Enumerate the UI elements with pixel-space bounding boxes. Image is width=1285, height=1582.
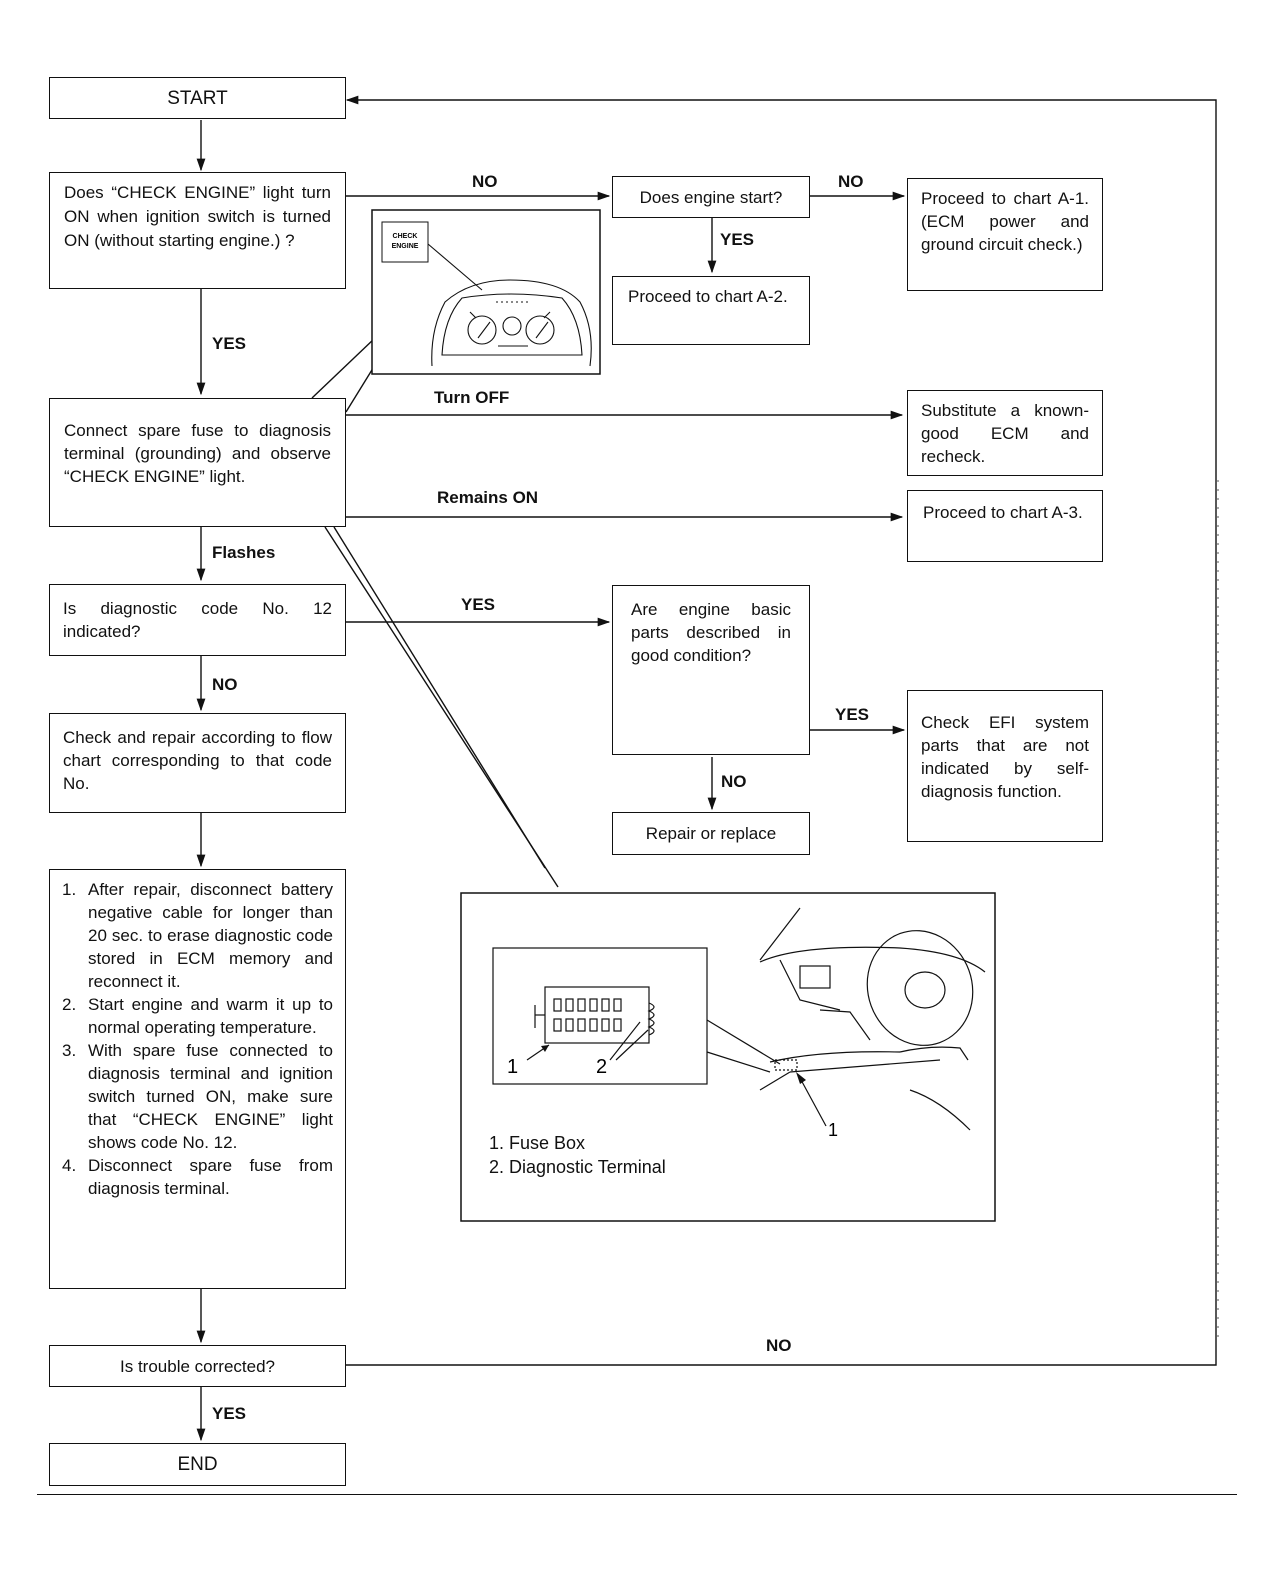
step-number: 3. [62, 1041, 77, 1060]
step-item: 3. With spare fuse connected to diagnosis… [62, 1039, 333, 1154]
edge-label-no: NO [472, 172, 498, 191]
edge-label-yes: YES [461, 595, 496, 614]
edge-label-yes: YES [212, 1404, 247, 1423]
start-node: START [49, 77, 346, 119]
diagnostic-terminal-callout-number: 2 [596, 1056, 607, 1078]
post-repair-steps-box: 1. After repair, disconnect battery negat… [49, 869, 346, 1289]
edge-label-yes: YES [212, 334, 247, 353]
chart-a1-box: Proceed to chart A-1. (ECM power and gro… [907, 178, 1103, 291]
post-repair-steps-list: 1. After repair, disconnect battery negat… [62, 878, 333, 1200]
chart-a3-box: Proceed to chart A-3. [907, 490, 1103, 562]
check-engine-label-2: ENGINE [392, 243, 419, 250]
check-efi-parts-box: Check EFI system parts that are not indi… [907, 690, 1103, 842]
edge-label-remains-on: Remains ON [437, 488, 539, 507]
engine-start-question: Does engine start? [612, 176, 810, 218]
edge-label-no: NO [838, 172, 864, 191]
check-and-repair-box: Check and repair according to flow chart… [49, 713, 346, 813]
diagnostic-code-12-question: Is diagnostic code No. 12 indicated? [49, 584, 346, 656]
edge-label-yes: YES [720, 230, 755, 249]
legend-diagnostic-terminal: 2. Diagnostic Terminal [489, 1157, 666, 1177]
step-item: 2. Start engine and warm it up to normal … [62, 993, 333, 1039]
engine-basic-parts-question: Are engine basic parts described in good… [612, 585, 810, 755]
step-item: 4. Disconnect spare fuse from diagnosis t… [62, 1154, 333, 1200]
fuse-box-illustration: 1 2 1 [460, 892, 996, 1222]
edge-label-yes: YES [835, 705, 870, 724]
edge-label-flashes: Flashes [212, 543, 276, 562]
car-fuse-box-callout-number: 1 [828, 1120, 838, 1140]
legend-fuse-box: 1. Fuse Box [489, 1133, 586, 1153]
dashboard-illustration: CHECK ENGINE [371, 209, 601, 375]
step-number: 2. [62, 995, 77, 1014]
connect-spare-fuse-box: Connect spare fuse to diagnosis terminal… [49, 398, 346, 527]
page-bottom-rule [37, 1494, 1237, 1495]
fuse-box-callout-number: 1 [507, 1056, 518, 1078]
chart-a2-box: Proceed to chart A-2. [612, 276, 810, 345]
step-number: 1. [62, 880, 77, 899]
check-engine-question: Does “CHECK ENGINE” light turn ON when i… [49, 172, 346, 289]
repair-or-replace-box: Repair or replace [612, 812, 810, 855]
trouble-corrected-question: Is trouble corrected? [49, 1345, 346, 1387]
step-text: After repair, disconnect battery negativ… [88, 880, 333, 991]
end-node: END [49, 1443, 346, 1486]
edge-label-no: NO [212, 675, 238, 694]
step-text: Start engine and warm it up to normal op… [88, 995, 333, 1037]
fuse-legend: 1. Fuse Box 2. Diagnostic Terminal [489, 1131, 666, 1179]
check-engine-label-1: CHECK [393, 233, 418, 240]
edge-label-no: NO [766, 1336, 792, 1355]
step-number: 4. [62, 1156, 77, 1175]
edge-label-turn-off: Turn OFF [434, 388, 510, 407]
step-text: Disconnect spare fuse from diagnosis ter… [88, 1156, 333, 1198]
step-text: With spare fuse connected to diagnosis t… [88, 1041, 333, 1152]
step-item: 1. After repair, disconnect battery negat… [62, 878, 333, 993]
edge-label-no: NO [721, 772, 747, 791]
substitute-ecm-box: Substitute a known-good ECM and recheck. [907, 390, 1103, 476]
